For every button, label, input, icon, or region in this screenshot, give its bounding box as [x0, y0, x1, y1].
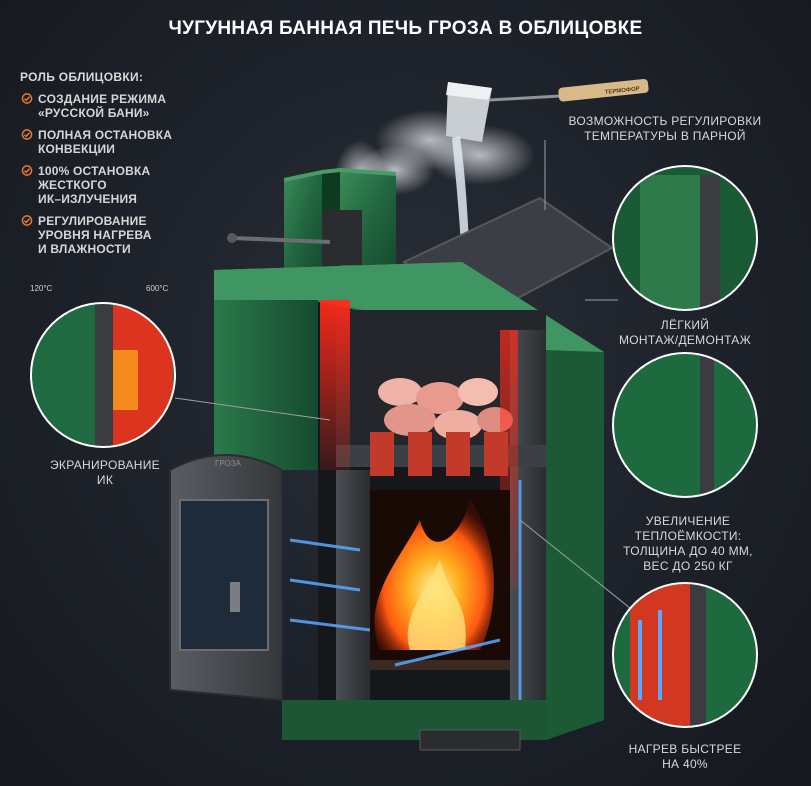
feature-text: 100% ОСТАНОВКА ЖЕСТКОГО ИК–ИЗЛУЧЕНИЯ [38, 164, 151, 206]
callout-temperature-control: ВОЗМОЖНОСТЬ РЕГУЛИРОВКИ ТЕМПЕРАТУРЫ В ПА… [568, 114, 762, 143]
inner-temperature-label: 600°C [146, 284, 169, 293]
page-title: ЧУГУННАЯ БАННАЯ ПЕЧЬ ГРОЗА В ОБЛИЦОВКЕ [168, 18, 643, 39]
detail-circle-faster-heating [612, 582, 758, 728]
feature-item: ПОЛНАЯ ОСТАНОВКА КОНВЕКЦИИ [20, 128, 220, 156]
detail-circle-mounting [612, 165, 758, 311]
check-circle-icon [21, 93, 33, 104]
feature-item: 100% ОСТАНОВКА ЖЕСТКОГО ИК–ИЗЛУЧЕНИЯ [20, 164, 220, 206]
firebox-door: ГРОЗА [169, 454, 283, 702]
feature-text: СОЗДАНИЕ РЕЖИМА «РУССКОЙ БАНИ» [38, 92, 167, 120]
water-ladle: ТЕРМОФОР [446, 78, 649, 142]
detail-circle-ir-shielding [30, 302, 176, 448]
feature-text: РЕГУЛИРОВАНИЕ УРОВНЯ НАГРЕВА И ВЛАЖНОСТИ [38, 214, 152, 256]
ladle-brand: ТЕРМОФОР [605, 86, 640, 96]
cladding-role-panel: РОЛЬ ОБЛИЦОВКИ: СОЗДАНИЕ РЕЖИМА «РУССКОЙ… [20, 70, 220, 264]
inner-chamber [289, 300, 546, 700]
callout-easy-mounting: ЛЁГКИЙ МОНТАЖ/ДЕМОНТАЖ [619, 318, 751, 347]
sauna-stones [378, 378, 513, 440]
feature-text: ПОЛНАЯ ОСТАНОВКА КОНВЕКЦИИ [38, 128, 173, 156]
chimney-tower [227, 168, 396, 280]
check-circle-icon [21, 165, 33, 176]
callout-heat-capacity: УВЕЛИЧЕНИЕ ТЕПЛОЁМКОСТИ: ТОЛЩИНА ДО 40 М… [623, 514, 753, 573]
air-flow-arrows [289, 480, 522, 700]
feature-item: РЕГУЛИРОВАНИЕ УРОВНЯ НАГРЕВА И ВЛАЖНОСТИ [20, 214, 220, 256]
callout-ir-shielding: ЭКРАНИРОВАНИЕ ИК [50, 458, 160, 487]
bottom-vent [419, 729, 521, 751]
cladding-role-heading: РОЛЬ ОБЛИЦОВКИ: [20, 70, 144, 84]
heater-grid [370, 432, 508, 476]
check-circle-icon [21, 129, 33, 140]
feature-item: СОЗДАНИЕ РЕЖИМА «РУССКОЙ БАНИ» [20, 92, 220, 120]
outer-temperature-label: 120°C [30, 284, 53, 293]
callout-faster-heating: НАГРЕВ БЫСТРЕЕ НА 40% [628, 742, 742, 771]
detail-circle-heat-capacity [612, 352, 758, 498]
check-circle-icon [21, 215, 33, 226]
door-brand: ГРОЗА [215, 459, 242, 468]
